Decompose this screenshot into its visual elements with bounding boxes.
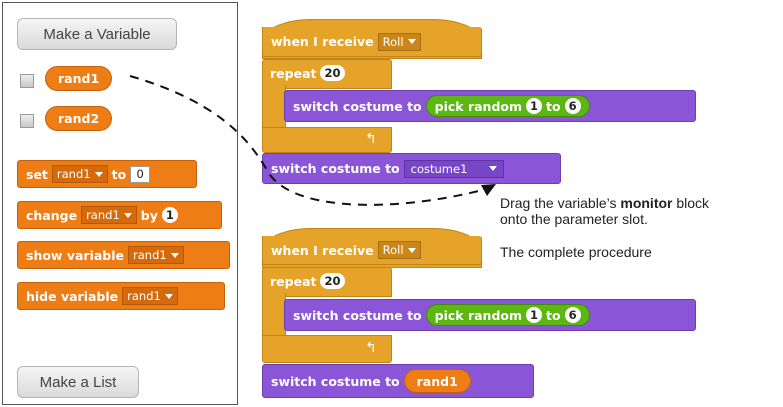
rand2-monitor-checkbox[interactable] <box>20 114 34 128</box>
pick-random-from-input[interactable]: 1 <box>526 98 543 114</box>
switch-costume-block[interactable]: switch costume to pick random 1 to 6 <box>284 90 696 122</box>
when-i-receive-label: when I receive <box>271 242 374 258</box>
rand2-reporter[interactable]: rand2 <box>45 106 113 131</box>
pick-random-to-input[interactable]: 6 <box>564 98 581 114</box>
switch-costume-block[interactable]: switch costume to pick random 1 to 6 <box>284 299 696 331</box>
dropdown-arrow-icon <box>123 212 132 218</box>
switch-costume-block-2[interactable]: switch costume to costume1 <box>262 153 561 184</box>
pick-random-label: pick random <box>434 307 523 323</box>
pick-random-block[interactable]: pick random 1 to 6 <box>425 304 590 326</box>
set-label: set <box>26 166 48 182</box>
change-variable-dropdown[interactable]: rand1 <box>81 206 137 224</box>
loop-return-arrow-icon: ↰ <box>365 130 377 146</box>
rand2-reporter-label: rand2 <box>58 111 100 126</box>
change-by-label: by <box>140 207 158 223</box>
arrowhead-icon <box>481 184 496 196</box>
change-variable-block[interactable]: change rand1 by 1 <box>17 201 222 229</box>
repeat-block-top[interactable] <box>262 267 392 297</box>
repeat-count-input[interactable]: 20 <box>320 65 345 81</box>
show-variable-label: show variable <box>26 247 125 263</box>
drag-caption-prefix: Drag the variable’s <box>500 195 621 211</box>
hide-variable-block[interactable]: hide variable rand1 <box>17 282 225 310</box>
rand1-reporter-label: rand1 <box>58 71 100 86</box>
message-dropdown[interactable]: Roll <box>377 32 421 51</box>
hide-variable-label: hide variable <box>26 288 119 304</box>
rand1-reporter-in-slot[interactable]: rand1 <box>403 369 471 393</box>
pick-random-from-input[interactable]: 1 <box>526 307 543 323</box>
switch-costume-block-2[interactable]: switch costume to rand1 <box>262 364 534 398</box>
dropdown-arrow-icon <box>164 293 173 299</box>
repeat-header: repeat 20 <box>262 59 353 87</box>
rand1-reporter[interactable]: rand1 <box>45 66 113 91</box>
repeat-block-arm <box>262 293 286 337</box>
when-i-receive-hat-block[interactable]: when I receive Roll <box>262 27 482 57</box>
dropdown-arrow-icon <box>94 171 103 177</box>
costume-dropdown-value: costume1 <box>410 161 468 176</box>
repeat-label: repeat <box>270 65 317 81</box>
change-value-input[interactable]: 1 <box>161 207 178 223</box>
when-i-receive-label: when I receive <box>271 34 374 49</box>
make-variable-button[interactable]: Make a Variable <box>17 18 177 50</box>
message-dropdown-value: Roll <box>382 243 404 257</box>
switch-costume-label: switch costume to <box>293 307 422 323</box>
set-value-input[interactable]: 0 <box>130 165 151 183</box>
switch-costume-label: switch costume to <box>293 98 422 114</box>
rand1-reporter-label: rand1 <box>416 373 458 389</box>
pick-random-to-input[interactable]: 6 <box>564 307 581 323</box>
dropdown-arrow-icon <box>407 247 416 253</box>
change-label: change <box>26 207 78 223</box>
repeat-block-bottom <box>262 335 392 363</box>
dashed-path <box>129 75 491 206</box>
drag-caption-line2: onto the parameter slot. <box>500 211 648 227</box>
repeat-count-input[interactable]: 20 <box>320 273 345 289</box>
switch-costume-label: switch costume to <box>271 161 400 176</box>
show-variable-dropdown-value: rand1 <box>133 248 167 262</box>
when-i-receive-hat-block[interactable]: when I receive Roll <box>262 236 482 265</box>
pick-random-to-label: to <box>546 98 561 114</box>
show-variable-dropdown[interactable]: rand1 <box>128 246 184 264</box>
costume-dropdown[interactable]: costume1 <box>403 159 504 178</box>
message-dropdown-value: Roll <box>382 34 404 49</box>
set-to-label: to <box>111 166 127 182</box>
pick-random-block[interactable]: pick random 1 to 6 <box>425 95 590 117</box>
change-variable-dropdown-value: rand1 <box>86 208 120 222</box>
repeat-header: repeat 20 <box>262 267 353 295</box>
hide-variable-dropdown[interactable]: rand1 <box>122 287 178 305</box>
set-variable-block[interactable]: set rand1 to 0 <box>17 160 197 188</box>
drag-caption-suffix: block <box>672 195 710 211</box>
switch-costume-label: switch costume to <box>271 373 400 389</box>
drag-caption: Drag the variable’s monitor block onto t… <box>500 195 709 227</box>
set-variable-dropdown[interactable]: rand1 <box>51 165 108 183</box>
dropdown-arrow-icon <box>488 166 497 171</box>
variables-palette: Make a Variable rand1 rand2 set rand1 to… <box>2 2 238 405</box>
loop-return-arrow-icon: ↰ <box>365 339 377 355</box>
show-variable-block[interactable]: show variable rand1 <box>17 241 230 269</box>
repeat-label: repeat <box>270 273 317 289</box>
hide-variable-dropdown-value: rand1 <box>127 289 161 303</box>
complete-caption: The complete procedure <box>500 244 652 260</box>
dropdown-arrow-icon <box>170 252 179 258</box>
message-dropdown[interactable]: Roll <box>377 241 421 259</box>
make-list-button[interactable]: Make a List <box>17 366 139 398</box>
drag-caption-bold: monitor <box>620 195 673 211</box>
rand1-monitor-checkbox[interactable] <box>20 74 34 88</box>
pick-random-label: pick random <box>434 98 523 114</box>
repeat-block-bottom <box>262 127 392 153</box>
set-variable-dropdown-value: rand1 <box>56 167 91 181</box>
pick-random-to-label: to <box>546 307 561 323</box>
dropdown-arrow-icon <box>407 39 416 44</box>
